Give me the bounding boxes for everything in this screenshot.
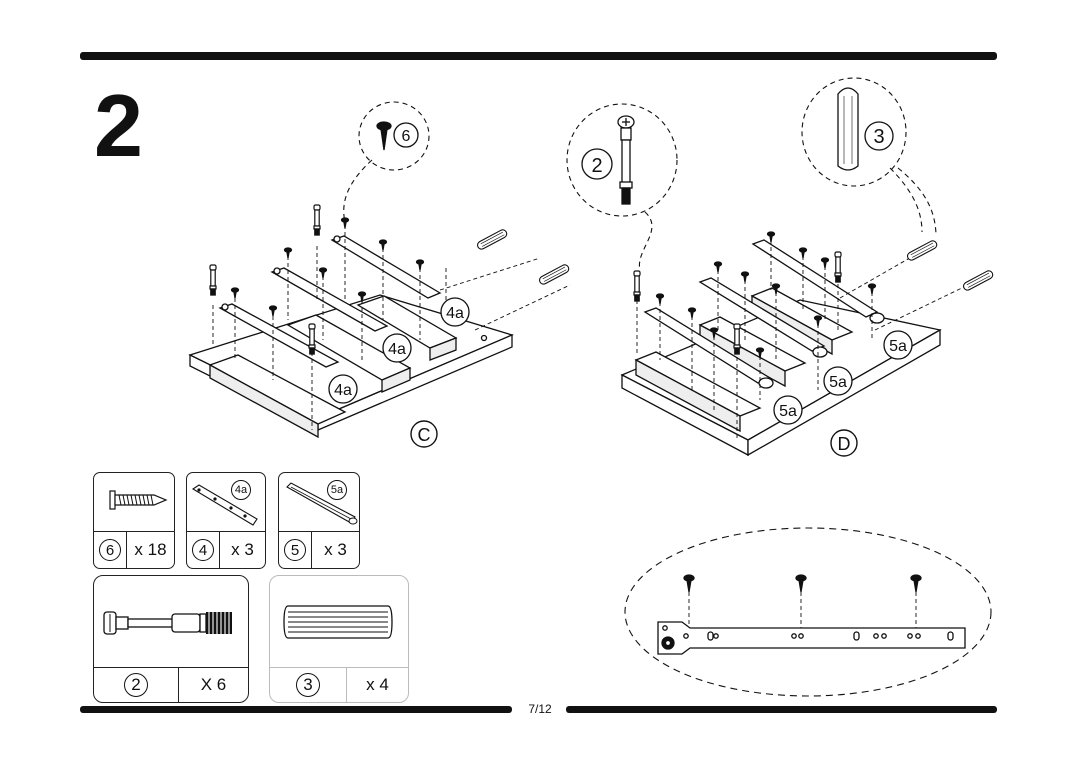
- svg-text:6: 6: [402, 128, 411, 145]
- callout-4a-2: 4a: [382, 333, 412, 363]
- svg-text:C: C: [418, 425, 431, 445]
- svg-text:D: D: [838, 434, 851, 454]
- part-4a-badge: 4a: [231, 480, 251, 500]
- wooden-dowel-icon: [283, 605, 393, 639]
- callout-4a-3: 4a: [328, 374, 358, 404]
- rail-screw-detail: [624, 527, 992, 697]
- callout-5a-3-label: 5a: [779, 403, 797, 420]
- assembly-d-label: D: [830, 429, 858, 457]
- part-2-number: 2: [124, 673, 148, 697]
- svg-text:3: 3: [873, 126, 884, 148]
- callout-4a-2-label: 4a: [388, 341, 406, 358]
- callout-4a-1-label: 4a: [446, 305, 464, 322]
- part-2-quantity: X 6: [178, 668, 248, 702]
- part-6-number: 6: [99, 539, 121, 561]
- part-box-3: 3 x 4: [269, 575, 409, 703]
- bottom-rule-left: [80, 706, 512, 713]
- part-box-2: 2 X 6: [93, 575, 249, 703]
- part-box-5: 5a 5 x 3: [278, 472, 360, 569]
- part-4-number: 4: [192, 539, 214, 561]
- part-5-number: 5: [284, 539, 306, 561]
- callout-5a-3: 5a: [773, 395, 803, 425]
- assembly-d-drawing: [566, 77, 995, 457]
- callout-4a-3-label: 4a: [334, 382, 352, 399]
- callout-5a-1-label: 5a: [889, 338, 907, 355]
- assembly-c-label: C: [410, 420, 438, 448]
- assembly-c-drawing: [188, 101, 571, 439]
- detail-6-callout: 6: [393, 122, 419, 148]
- detail-3-callout: 3: [864, 121, 894, 151]
- svg-text:2: 2: [591, 155, 602, 177]
- part-5a-badge: 5a: [327, 480, 347, 500]
- screw-icon: [109, 490, 168, 510]
- top-rule: [80, 52, 997, 60]
- bottom-rule-right: [566, 706, 997, 713]
- part-box-4: 4a 4 x 3: [186, 472, 266, 569]
- part-5-quantity: x 3: [311, 532, 359, 568]
- step-number: 2: [94, 76, 143, 175]
- drawer-rail-icon: [191, 484, 258, 526]
- callout-4a-1: 4a: [440, 297, 470, 327]
- part-3-quantity: x 4: [346, 668, 408, 702]
- drawer-rail-icon: [286, 482, 358, 525]
- callout-5a-2-label: 5a: [829, 374, 847, 391]
- page-number: 7/12: [528, 702, 552, 716]
- part-4-quantity: x 3: [219, 532, 265, 568]
- callout-5a-2: 5a: [823, 366, 853, 396]
- callout-5a-1: 5a: [883, 330, 913, 360]
- part-3-number: 3: [296, 673, 320, 697]
- part-6-quantity: x 18: [126, 532, 174, 568]
- cam-bolt-icon: [103, 611, 232, 635]
- part-box-6: 6 x 18: [93, 472, 175, 569]
- detail-2-callout: 2: [581, 148, 613, 180]
